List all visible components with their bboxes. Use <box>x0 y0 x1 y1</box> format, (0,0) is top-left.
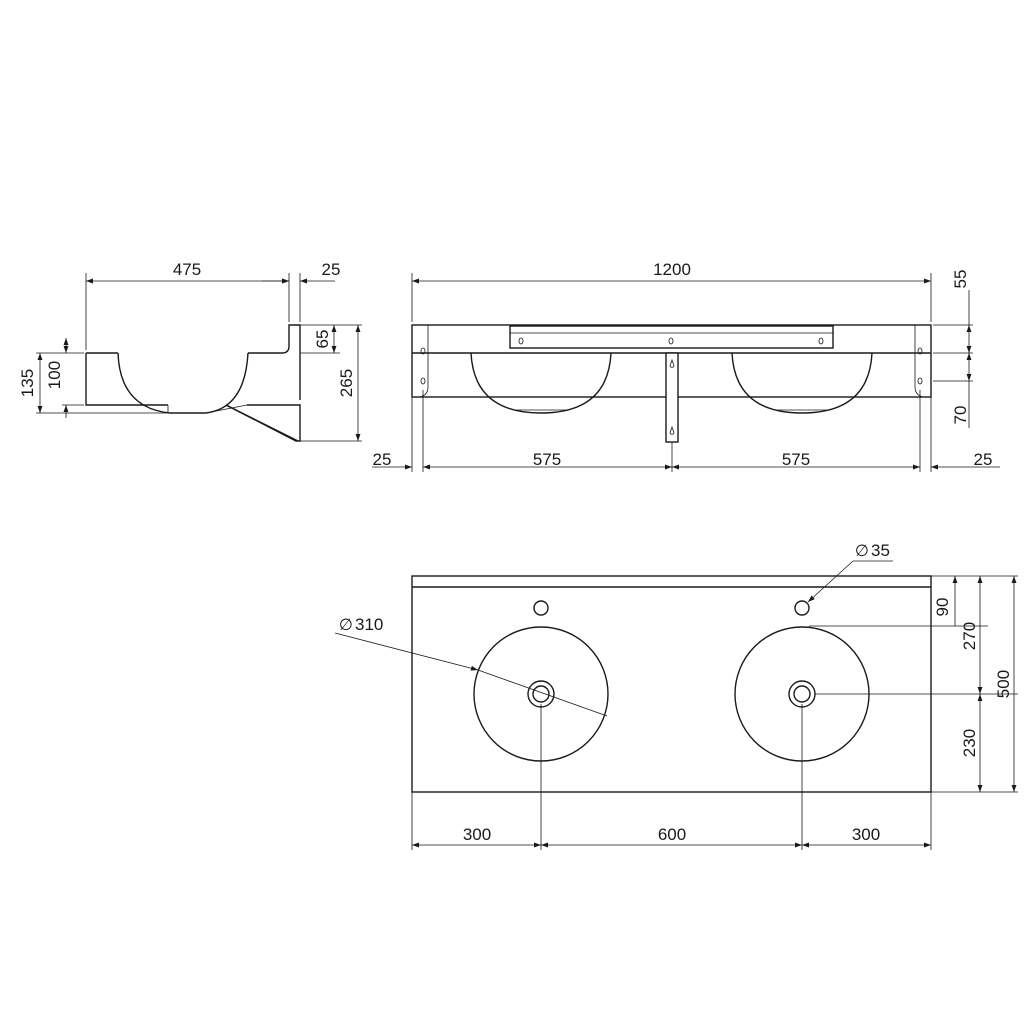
dim-front-right-span: 575 <box>782 450 810 469</box>
dim-plan-depth: 500 <box>994 670 1013 698</box>
leader-bowl <box>334 632 479 671</box>
diameter-symbol-tap: ∅ <box>855 541 869 560</box>
front-right-bracket <box>914 325 924 398</box>
front-rail-hole-center <box>668 337 674 345</box>
dim-front-left-span: 575 <box>533 450 561 469</box>
front-screw-left-bottom <box>420 377 426 385</box>
front-center-post <box>665 352 679 443</box>
front-rail-hole-right <box>818 337 824 345</box>
front-screw-right-top <box>917 347 923 355</box>
front-screw-right-bottom <box>917 377 923 385</box>
diameter-symbol-bowl: ∅ <box>339 615 353 634</box>
front-view: 1200 55 70 25 575 575 25 <box>372 260 1000 472</box>
dim-plan-front: 230 <box>960 729 979 757</box>
dim-tap-diameter: 35 <box>871 541 890 560</box>
dim-plan-right: 300 <box>852 825 880 844</box>
dim-side-height: 265 <box>337 369 356 397</box>
dim-front-right-edge: 25 <box>974 450 993 469</box>
label-bowl-diameter: ∅ 310 <box>339 615 383 634</box>
plan-drain-right-inner <box>793 685 811 703</box>
dim-front-top: 55 <box>951 270 970 289</box>
dim-front-width: 1200 <box>653 260 691 279</box>
side-profile-outline <box>85 324 301 442</box>
front-basin-right <box>731 352 873 414</box>
label-tap-diameter: ∅ 35 <box>855 541 890 560</box>
plan-outline <box>411 575 932 793</box>
front-post-hole-top <box>669 358 675 368</box>
dim-side-width: 475 <box>173 260 201 279</box>
dim-plan-drain: 270 <box>960 622 979 650</box>
plan-drain-right-outer <box>788 680 816 708</box>
front-screw-left-top <box>420 347 426 355</box>
front-extension-lines <box>411 273 973 472</box>
dim-plan-tap: 90 <box>933 598 952 617</box>
side-basin-bottom <box>167 404 248 414</box>
dim-front-left-edge: 25 <box>373 450 392 469</box>
dim-side-depth: 135 <box>18 369 37 397</box>
dim-plan-left: 300 <box>463 825 491 844</box>
dim-plan-center: 600 <box>658 825 686 844</box>
plan-view: ∅ 310 ∅ 35 90 270 230 500 300 600 300 <box>334 541 1018 850</box>
dim-side-wall: 25 <box>322 260 341 279</box>
front-basin-left <box>470 352 612 414</box>
plan-tap-hole-left <box>533 600 549 616</box>
plan-drain-left-outer <box>527 680 555 708</box>
front-rail-hole-left <box>518 337 524 345</box>
front-left-bracket <box>419 325 429 398</box>
dim-front-bottom: 70 <box>951 406 970 425</box>
plan-tap-hole-right <box>794 600 810 616</box>
side-basin-curve <box>117 352 249 414</box>
side-bracket <box>225 404 299 442</box>
dim-bowl-diameter: 310 <box>355 615 383 634</box>
dim-side-bowl: 100 <box>45 361 64 389</box>
dim-side-upstand: 65 <box>313 330 332 349</box>
plan-drain-left-inner <box>532 685 550 703</box>
leader-bowl-through <box>477 669 608 717</box>
leader-tap <box>807 560 854 603</box>
side-view: 475 25 65 265 135 100 <box>18 260 362 442</box>
front-post-hole-bottom <box>669 425 675 435</box>
plan-extension-lines <box>411 575 1018 850</box>
front-rail <box>509 325 834 349</box>
side-extension-lines <box>36 273 362 442</box>
